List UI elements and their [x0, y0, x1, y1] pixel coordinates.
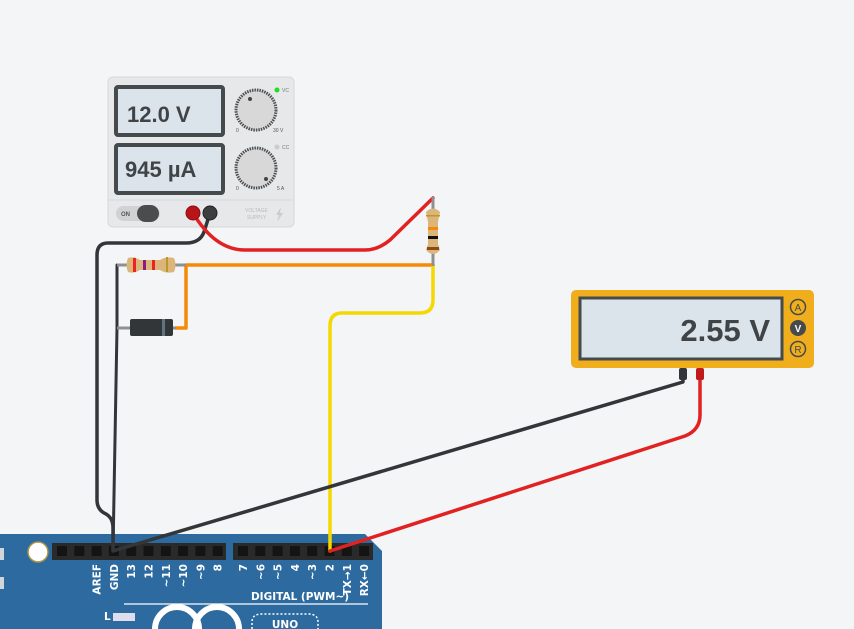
pin-label: ~9	[195, 564, 207, 580]
pin-label: ~5	[273, 564, 285, 580]
mode-button-v[interactable]: V	[790, 320, 806, 336]
svg-text:0: 0	[236, 186, 239, 192]
header-pin[interactable]	[195, 546, 206, 556]
header-pin[interactable]	[126, 546, 137, 556]
uno-logo-text: UNO	[272, 619, 298, 629]
current-display	[114, 143, 225, 195]
voltage-knob[interactable]	[234, 88, 278, 132]
led-label: L	[104, 611, 111, 623]
lightning-icon	[276, 207, 283, 222]
header-pin[interactable]	[178, 546, 189, 556]
pin-label: 12	[144, 564, 156, 579]
svg-text:SUPPLY: SUPPLY	[247, 215, 267, 221]
wire-yellow[interactable]	[328, 263, 435, 553]
pin-label: ~3	[307, 564, 319, 580]
svg-text:CC: CC	[282, 145, 290, 151]
resistor-horizontal[interactable]	[117, 257, 186, 273]
cv-led	[274, 87, 280, 93]
svg-text:VOLTAGE: VOLTAGE	[245, 208, 269, 214]
mode-button-a[interactable]: A	[789, 298, 807, 316]
header-pin[interactable]	[359, 546, 370, 556]
wire-red-meter[interactable]	[328, 373, 702, 553]
pin-label: ~10	[178, 564, 190, 587]
wire-black-resistor-gnd[interactable]	[111, 263, 119, 553]
multimeter-display	[578, 296, 784, 361]
svg-text:5 A: 5 A	[277, 186, 285, 192]
header-pin[interactable]	[307, 546, 318, 556]
resistor-vertical[interactable]	[426, 197, 440, 266]
header-pin[interactable]	[143, 546, 154, 556]
pin-label: TX→1	[342, 564, 354, 595]
pin-label: AREF	[92, 564, 104, 595]
header-pin[interactable]	[341, 546, 352, 556]
pin-label: 2	[325, 564, 337, 571]
svg-text:30 V: 30 V	[273, 128, 284, 134]
cc-led	[274, 144, 280, 150]
header-pin[interactable]	[238, 546, 248, 556]
meter-black-probe[interactable]	[679, 368, 687, 380]
header-pin[interactable]	[255, 546, 266, 556]
current-knob[interactable]	[234, 146, 278, 190]
multimeter[interactable]: 2.55 V A V R	[571, 290, 814, 380]
svg-text:2.55 V: 2.55 V	[680, 313, 770, 348]
mounting-hole	[27, 541, 49, 563]
svg-text:945 µA: 945 µA	[125, 157, 196, 182]
led-l	[113, 613, 135, 621]
pin-label: GND	[109, 564, 121, 590]
pin-label: ~6	[255, 564, 267, 580]
header-pin[interactable]	[289, 546, 300, 556]
pin-label: ~11	[161, 564, 173, 587]
mode-button-r[interactable]: R	[789, 340, 807, 358]
pin-label: RX←0	[359, 564, 371, 596]
header-pin[interactable]	[57, 546, 67, 556]
svg-text:0: 0	[236, 128, 239, 134]
svg-text:V: V	[795, 324, 802, 335]
pin-label: 13	[126, 564, 138, 579]
svg-text:A: A	[795, 303, 802, 314]
svg-text:ON: ON	[121, 212, 130, 218]
power-supply[interactable]: 12.0 V 945 µA VC CC 0 30 V 0 5 A ON VOLT…	[107, 76, 295, 228]
power-toggle[interactable]: ON	[116, 205, 160, 222]
header-pin[interactable]	[74, 546, 85, 556]
wire-orange[interactable]	[174, 263, 435, 330]
svg-text:VC: VC	[282, 88, 289, 94]
header-pin[interactable]	[212, 546, 223, 556]
arduino-uno[interactable]: AREF GND 13 12 ~11 ~10 ~9 8 7 ~6 ~5 4 ~3 2 TX→1 RX←0 DI…	[0, 534, 382, 629]
diode[interactable]	[117, 319, 176, 336]
header-pin[interactable]	[91, 546, 102, 556]
header-pin[interactable]	[272, 546, 283, 556]
meter-red-probe[interactable]	[696, 368, 704, 380]
wire-black-psu-gnd[interactable]	[95, 211, 212, 553]
wire-red-psu-resistor[interactable]	[191, 196, 435, 252]
svg-text:12.0 V: 12.0 V	[127, 102, 191, 127]
pin-label: 7	[238, 564, 250, 571]
digital-label: DIGITAL (PWM~)	[251, 591, 349, 603]
voltage-display	[114, 85, 225, 137]
header-pin[interactable]	[160, 546, 171, 556]
pin-label: 8	[213, 564, 225, 571]
svg-text:R: R	[794, 345, 801, 356]
psu-negative-terminal[interactable]	[202, 205, 218, 221]
pin-label: 4	[290, 564, 302, 571]
psu-positive-terminal[interactable]	[185, 205, 201, 221]
